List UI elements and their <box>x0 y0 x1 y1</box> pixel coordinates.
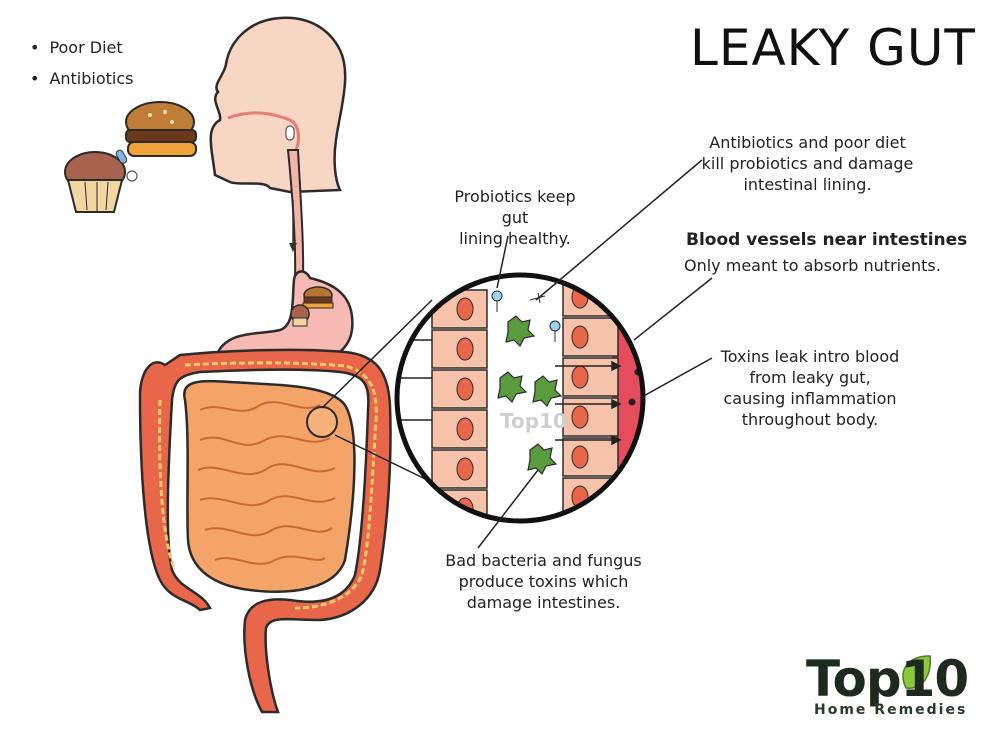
antibiotics-effect-label: Antibiotics and poor diet kill probiotic… <box>701 133 914 194</box>
muffin-icon <box>64 151 126 213</box>
brand-logo: Top10 Home Remedies <box>806 650 986 730</box>
burger-icon <box>125 101 197 157</box>
page-title: LEAKY GUT <box>690 19 976 77</box>
bad-bacteria-icon <box>497 315 563 476</box>
toxins-label: Toxins leak intro blood from leaky gut, … <box>720 347 900 429</box>
causes-list: Poor Diet Antibiotics <box>30 32 133 94</box>
logo-wordmark: Top10 <box>806 650 969 708</box>
logo-tagline: Home Remedies <box>814 702 968 718</box>
svg-text:Top10: Top10 <box>500 409 567 433</box>
head-silhouette <box>209 16 347 194</box>
leaf-logo-icon <box>902 655 931 689</box>
large-intestine <box>138 348 392 714</box>
probiotic-icon <box>491 290 561 332</box>
blood-vessels-heading: Blood vessels near intestines <box>686 230 968 250</box>
pill-icon <box>126 170 138 182</box>
zoom-circle <box>394 272 646 524</box>
blood-vessels-description: Only meant to absorb nutrients. <box>684 256 941 275</box>
pill-icon <box>285 125 295 141</box>
capsule-icon <box>115 149 128 164</box>
bad-bacteria-label: Bad bacteria and fungus produce toxins w… <box>445 551 642 612</box>
probiotics-label: Probiotics keep gut lining healthy. <box>454 187 576 248</box>
cause-item: Poor Diet <box>30 32 133 63</box>
cause-item: Antibiotics <box>30 63 133 94</box>
